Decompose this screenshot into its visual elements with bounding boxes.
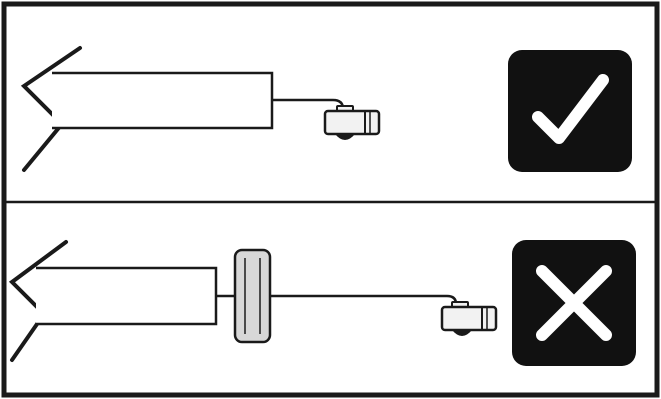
inline-filter [235, 250, 270, 342]
fiber-cable [36, 268, 216, 324]
check-badge [508, 50, 632, 172]
fiber-cable [52, 73, 272, 128]
cross-badge [512, 240, 636, 366]
camera-module [442, 302, 496, 336]
camera-module [325, 106, 379, 140]
